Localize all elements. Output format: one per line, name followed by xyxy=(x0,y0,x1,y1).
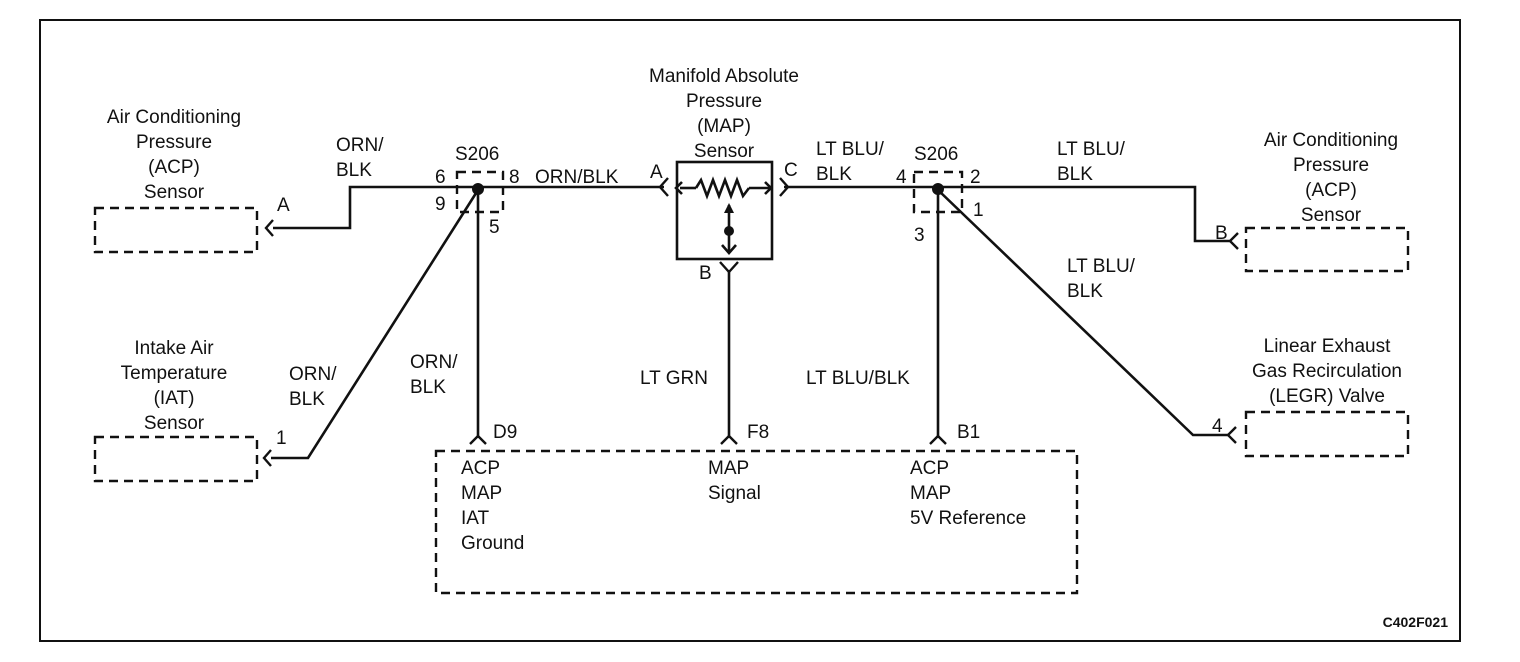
svg-text:ACP: ACP xyxy=(910,458,949,479)
wire-label-acp-right: LT BLU/ xyxy=(1057,139,1126,160)
svg-text:MAP: MAP xyxy=(910,483,951,504)
svg-text:Pressure: Pressure xyxy=(1293,155,1369,176)
pin-map-a: A xyxy=(650,162,663,183)
svg-text:Sensor: Sensor xyxy=(1301,205,1362,226)
svg-text:Temperature: Temperature xyxy=(121,363,228,384)
iat-sensor-label: Intake Air Temperature (IAT) Sensor xyxy=(121,338,228,434)
terminal-map-a xyxy=(658,177,669,197)
s206-left-label: S206 xyxy=(455,144,499,165)
s206-right-label: S206 xyxy=(914,144,958,165)
wire-label-legr: LT BLU/ xyxy=(1067,256,1136,277)
pin-legr: 4 xyxy=(1212,416,1223,437)
pin-s206-left-6: 6 xyxy=(435,167,446,188)
legr-valve-label: Linear Exhaust Gas Recirculation (LEGR) … xyxy=(1252,336,1402,407)
wire-label-acp-left-2: BLK xyxy=(336,160,372,181)
pin-s206-right-2: 2 xyxy=(970,167,981,188)
svg-text:IAT: IAT xyxy=(461,508,490,529)
svg-text:(IAT): (IAT) xyxy=(154,388,195,409)
terminal-map-c xyxy=(779,177,790,197)
diagram-frame xyxy=(39,19,1461,642)
svg-text:Sensor: Sensor xyxy=(694,141,755,162)
terminal-d9 xyxy=(469,434,487,445)
acp-sensor-right-box xyxy=(1244,226,1410,273)
svg-text:(MAP): (MAP) xyxy=(697,116,751,137)
svg-text:(LEGR) Valve: (LEGR) Valve xyxy=(1269,386,1385,407)
wire-label-map-to-splice: LT BLU/ xyxy=(816,139,885,160)
wire-acp-left xyxy=(273,185,478,230)
figure-id: C402F021 xyxy=(1383,614,1449,630)
svg-text:Manifold Absolute: Manifold Absolute xyxy=(649,66,799,87)
wire-label-d9-2: BLK xyxy=(410,377,446,398)
svg-text:Ground: Ground xyxy=(461,533,524,554)
pin-map-b: B xyxy=(699,263,712,284)
pin-d9: D9 xyxy=(493,422,517,443)
pin-iat: 1 xyxy=(276,428,287,449)
pin-s206-left-9: 9 xyxy=(435,194,446,215)
wire-label-b1: LT BLU/BLK xyxy=(806,368,910,389)
terminal-acp-right xyxy=(1228,232,1239,250)
pin-acp-right: B xyxy=(1215,223,1228,244)
svg-text:ACP: ACP xyxy=(461,458,500,479)
wire-label-legr-2: BLK xyxy=(1067,281,1103,302)
iat-sensor-box xyxy=(93,435,259,483)
wire-acp-right xyxy=(938,185,1230,243)
map-sensor-box xyxy=(675,160,774,261)
acp-sensor-left-label: Air Conditioning Pressure (ACP) Sensor xyxy=(107,107,241,203)
svg-text:Air Conditioning: Air Conditioning xyxy=(1264,130,1398,151)
terminal-map-b xyxy=(719,261,739,274)
s206-left-splice-dot xyxy=(472,183,484,195)
pin-b1: B1 xyxy=(957,422,980,443)
pin-s206-right-1: 1 xyxy=(973,200,984,221)
wire-label-iat: ORN/ xyxy=(289,364,337,385)
pcm-box xyxy=(434,449,1079,595)
pin-s206-left-5: 5 xyxy=(489,217,500,238)
map-sensor-label: Manifold Absolute Pressure (MAP) Sensor xyxy=(649,66,799,162)
wire-label-map-signal: LT GRN xyxy=(640,368,708,389)
svg-text:Intake Air: Intake Air xyxy=(134,338,214,359)
acp-sensor-left-box xyxy=(93,206,259,254)
pin-f8: F8 xyxy=(747,422,769,443)
pin-s206-left-8: 8 xyxy=(509,167,520,188)
legr-valve-box xyxy=(1244,410,1410,458)
svg-text:MAP: MAP xyxy=(461,483,502,504)
wire-label-acp-right-2: BLK xyxy=(1057,164,1093,185)
wire-iat xyxy=(271,189,480,460)
svg-text:Air Conditioning: Air Conditioning xyxy=(107,107,241,128)
svg-text:Signal: Signal xyxy=(708,483,761,504)
svg-text:5V Reference: 5V Reference xyxy=(910,508,1026,529)
map-sensor-internals xyxy=(674,176,773,255)
s206-right-splice-dot xyxy=(932,183,944,195)
pin-s206-right-4: 4 xyxy=(896,167,907,188)
pin-map-c: C xyxy=(784,160,798,181)
pin-acp-left: A xyxy=(277,195,290,216)
terminal-acp-left xyxy=(264,219,274,237)
wire-legr xyxy=(937,189,1228,437)
svg-text:MAP: MAP xyxy=(708,458,749,479)
svg-text:Sensor: Sensor xyxy=(144,413,205,434)
wire-label-iat-2: BLK xyxy=(289,389,325,410)
terminal-b1 xyxy=(929,434,947,445)
pcm-d9-label: ACP MAP IAT Ground xyxy=(461,458,524,554)
pcm-f8-label: MAP Signal xyxy=(708,458,761,504)
svg-text:(ACP): (ACP) xyxy=(148,157,200,178)
svg-text:Pressure: Pressure xyxy=(686,91,762,112)
wire-label-map-to-splice-2: BLK xyxy=(816,164,852,185)
wire-label-acp-left: ORN/ xyxy=(336,135,384,156)
svg-text:Gas Recirculation: Gas Recirculation xyxy=(1252,361,1402,382)
svg-text:Sensor: Sensor xyxy=(144,182,205,203)
pcm-b1-label: ACP MAP 5V Reference xyxy=(910,458,1026,529)
svg-text:Linear Exhaust: Linear Exhaust xyxy=(1264,336,1391,357)
wire-label-splice-to-map: ORN/BLK xyxy=(535,167,619,188)
terminal-f8 xyxy=(720,434,738,445)
s206-left-box xyxy=(455,170,505,214)
terminal-legr xyxy=(1226,426,1237,444)
acp-sensor-right-label: Air Conditioning Pressure (ACP) Sensor xyxy=(1264,130,1398,226)
wire-label-d9: ORN/ xyxy=(410,352,458,373)
terminal-iat xyxy=(262,449,272,467)
pin-s206-right-3: 3 xyxy=(914,225,925,246)
svg-text:Pressure: Pressure xyxy=(136,132,212,153)
svg-text:(ACP): (ACP) xyxy=(1305,180,1357,201)
